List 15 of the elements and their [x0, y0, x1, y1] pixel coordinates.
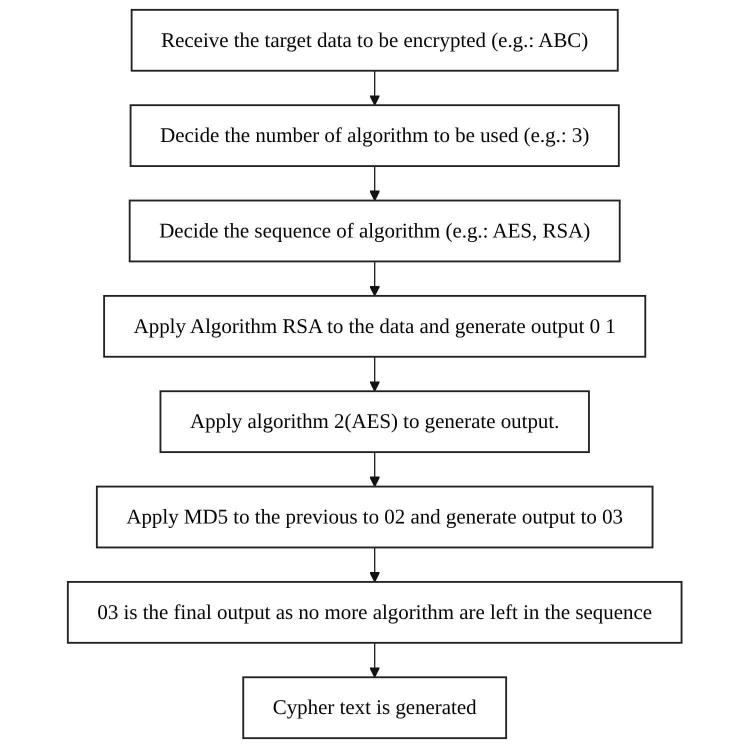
node-box: Apply algorithm 2(AES) to generate output. [159, 390, 590, 454]
arrow [369, 70, 380, 106]
node-box: Apply Algorithm RSA to the data and generate output 0 1 [102, 294, 646, 358]
node-box: Decide the sequence of algorithm (e.g.: AES, RSA) [128, 200, 620, 262]
arrow [369, 642, 380, 678]
arrow [369, 452, 380, 488]
arrow [369, 356, 380, 392]
arrow [369, 547, 380, 582]
node-box: Decide the number of algorithm to be used (e.g.: 3) [129, 104, 620, 167]
node-box: Receive the target data to be encrypted (e.g.: ABC) [130, 8, 618, 72]
arrow [369, 261, 380, 296]
node-box: Cypher text is generated [242, 676, 507, 740]
node-box: Apply MD5 to the previous to 02 and generate output to 03 [96, 486, 654, 548]
node-box: 03 is the final output as no more algorithm are left in the sequence [66, 581, 682, 644]
arrow [369, 166, 380, 202]
